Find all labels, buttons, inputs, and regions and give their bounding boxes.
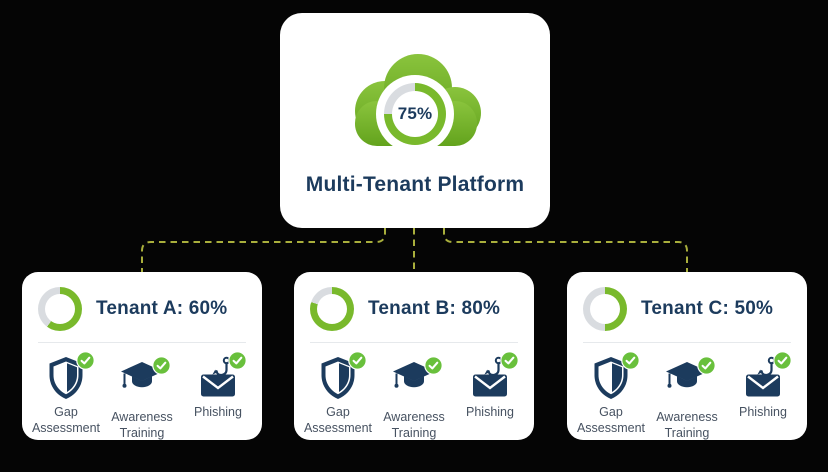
shield-icon [49, 357, 83, 399]
platform-title: Multi-Tenant Platform [305, 173, 525, 196]
tenant-c-services: Gap Assessment Awareness Training [567, 343, 807, 441]
connector-right [443, 228, 688, 272]
service-label: Phishing [739, 405, 787, 419]
divider [38, 342, 246, 343]
check-badge-icon [773, 351, 792, 370]
check-badge-icon [500, 351, 519, 370]
phishing-hook-icon [746, 356, 780, 397]
tenant-b-header: Tenant B: 80% [294, 272, 534, 342]
phishing-hook-icon [473, 356, 507, 397]
service-label: Awareness Training [111, 410, 173, 440]
service-awareness-training: Awareness Training [649, 356, 725, 441]
tenant-c-progress-ring [583, 287, 627, 331]
service-gap-assessment: Gap Assessment [300, 351, 376, 441]
tenant-b-title: Tenant B: 80% [368, 298, 501, 319]
cloud-progress-widget: 75% [340, 43, 490, 161]
service-phishing: Phishing [452, 351, 528, 441]
check-badge-icon [76, 351, 95, 370]
platform-progress-ring: 75% [384, 83, 446, 145]
tenant-a-progress-ring [38, 287, 82, 331]
service-label: Gap Assessment [31, 405, 101, 435]
service-awareness-training: Awareness Training [104, 356, 180, 441]
service-gap-assessment: Gap Assessment [28, 351, 104, 441]
service-label: Gap Assessment [576, 405, 646, 435]
tenant-a-title: Tenant A: 60% [96, 298, 228, 319]
check-badge-icon [697, 356, 716, 375]
service-label: Awareness Training [656, 410, 718, 440]
phishing-hook-icon [201, 356, 235, 397]
tenant-c-card: Tenant C: 50% Gap Assessment [567, 272, 807, 440]
tenant-c-title: Tenant C: 50% [641, 298, 774, 319]
service-label: Gap Assessment [303, 405, 373, 435]
check-badge-icon [621, 351, 640, 370]
tenant-a-card: Tenant A: 60% Gap Assessment [22, 272, 262, 440]
service-gap-assessment: Gap Assessment [573, 351, 649, 441]
platform-percent: 75% [392, 91, 438, 137]
tenant-a-header: Tenant A: 60% [22, 272, 262, 342]
shield-icon [321, 357, 355, 399]
divider [310, 342, 518, 343]
check-badge-icon [228, 351, 247, 370]
check-badge-icon [424, 356, 443, 375]
service-label: Phishing [194, 405, 242, 419]
shield-icon [594, 357, 628, 399]
tenant-b-services: Gap Assessment Awareness Training [294, 343, 534, 441]
service-phishing: Phishing [725, 351, 801, 441]
connector-left [141, 228, 386, 272]
tenant-c-header: Tenant C: 50% [567, 272, 807, 342]
service-phishing: Phishing [180, 351, 256, 441]
tenant-b-card: Tenant B: 80% Gap Assessment [294, 272, 534, 440]
tenant-b-progress-ring [310, 287, 354, 331]
tenant-a-services: Gap Assessment Awareness Training [22, 343, 262, 441]
platform-card: 75% Multi-Tenant Platform [280, 13, 550, 228]
check-badge-icon [348, 351, 367, 370]
service-label: Phishing [466, 405, 514, 419]
service-label: Awareness Training [383, 410, 445, 440]
platform-progress-donut: 75% [376, 75, 454, 153]
service-awareness-training: Awareness Training [376, 356, 452, 441]
check-badge-icon [152, 356, 171, 375]
divider [583, 342, 791, 343]
